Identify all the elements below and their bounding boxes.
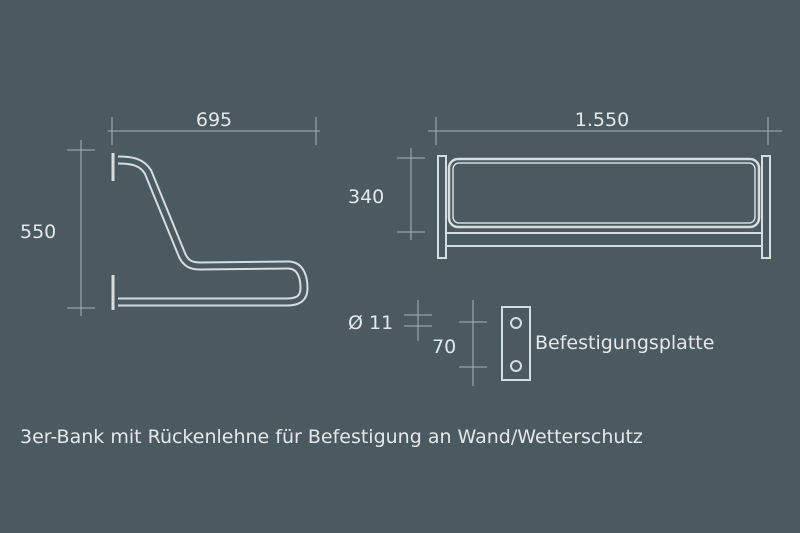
- hole-diameter-dimension: Ø 11: [348, 312, 393, 334]
- mounting-plate-detail: Ø 11 70 Befestigungsplatte: [348, 300, 714, 386]
- bench-side-profile: [111, 153, 309, 310]
- front-height-dimension: 340: [348, 186, 384, 208]
- bench-front-profile: [437, 155, 771, 259]
- front-view: 1.550 340: [348, 109, 782, 259]
- hole-diameter-dimension-line: [404, 300, 432, 341]
- front-height-dimension-line: [397, 148, 425, 240]
- hole-spacing-dimension-line: [459, 300, 487, 386]
- side-view: 695 550: [20, 109, 320, 316]
- side-height-dimension: 550: [20, 221, 56, 243]
- front-width-dimension: 1.550: [575, 109, 629, 131]
- side-width-dimension: 695: [196, 109, 232, 131]
- drawing-caption: 3er-Bank mit Rückenlehne für Befestigung…: [20, 426, 643, 448]
- hole-spacing-dimension: 70: [432, 336, 456, 358]
- mounting-plate: [501, 306, 531, 381]
- side-height-dimension-line: [67, 140, 95, 316]
- side-width-dimension-line: [108, 117, 320, 145]
- front-width-dimension-line: [428, 117, 782, 145]
- mounting-plate-label: Befestigungsplatte: [535, 332, 714, 354]
